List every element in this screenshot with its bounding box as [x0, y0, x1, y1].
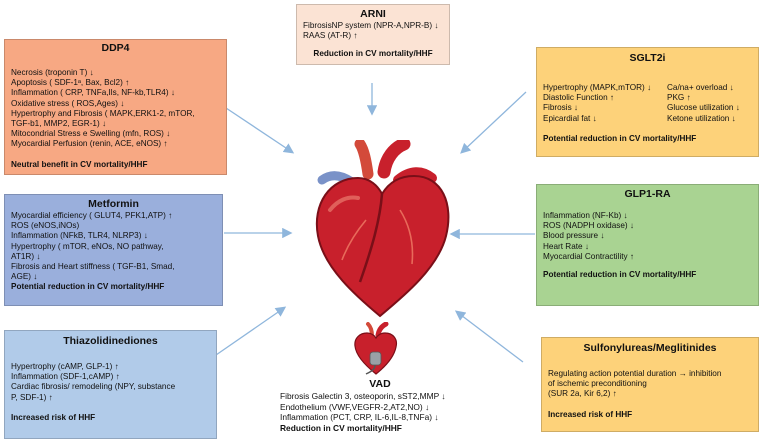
arni-line-1: FibrosisNP system (NPR-A,NPR-B) ↓ [303, 21, 439, 30]
ddp4-line-2: Apoptosis ( SDF-1ᵃ, Bax, Bcl2) ↑ [11, 78, 130, 88]
metformin-line-3: Inflammation (NFkB, TLR4, NLRP3) ↓ [11, 231, 148, 241]
metformin-box: Metformin Myocardial efficiency ( GLUT4,… [4, 194, 223, 306]
metformin-summary: Potential reduction in CV mortality/HHF [11, 282, 165, 292]
sulfo-line-3: (SUR 2a, Kir 6,2) ↑ [548, 389, 617, 399]
sglt2i-col1-line-4: Epicardial fat ↓ [543, 113, 597, 123]
tzd-line-1: Hypertrophy (cAMP, GLP-1) ↑ [11, 362, 119, 371]
metformin-line-6: Fibrosis and Heart stiffness ( TGF-B1, S… [11, 262, 175, 272]
metformin-line-2: ROS (eNOS,iNOs) [11, 221, 80, 231]
glp1-line-3: Blood pressure ↓ [543, 231, 605, 241]
tzd-line-3: Cardiac fibrosis/ remodeling (NPY, subst… [11, 382, 176, 392]
ddp4-title: DDP4 [101, 42, 130, 54]
sglt2i-col2-line-4: Ketone utilization ↓ [667, 113, 736, 123]
sglt2i-col2-line-1: Ca/na+ overload ↓ [667, 83, 734, 92]
metformin-line-1: Myocardial efficiency ( GLUT4, PFK1,ATP)… [11, 211, 173, 220]
arrow-ddp4 [225, 107, 295, 154]
heart-illustration [315, 140, 450, 318]
sulfo-summary: Increased risk of HHF [548, 409, 633, 419]
glp1-line-4: Heart Rate ↓ [543, 241, 589, 251]
ddp4-line-8: Myocardial Perfusion (renin, ACE, eNOS) … [11, 139, 168, 149]
arni-box: ARNI FibrosisNP system (NPR-A,NPR-B) ↓ R… [296, 4, 450, 65]
vad-line-1: Fibrosis Galectin 3, osteoporin, sST2,MM… [280, 391, 446, 401]
sglt2i-title: SGLT2i [629, 52, 666, 64]
arrow-sulfo [454, 310, 524, 363]
glp1-summary: Potential reduction in CV mortality/HHF [543, 270, 697, 280]
arni-summary: Reduction in CV mortality/HHF [313, 49, 433, 59]
glp1-title: GLP1-RA [624, 188, 671, 200]
sglt2i-col1-line-3: Fibrosis ↓ [543, 103, 579, 113]
glp1-line-2: ROS (NADPH oxidase) ↓ [543, 221, 634, 231]
tzd-box: Thiazolidinediones Hypertrophy (cAMP, GL… [4, 330, 217, 439]
sulfo-title: Sulfonylureas/Meglitinides [583, 342, 717, 354]
tzd-line-2: Inflammation (SDF-1,cAMP) ↑ [11, 372, 120, 382]
ddp4-box: DDP4 Necrosis (troponin T) ↓ Apoptosis (… [4, 39, 227, 175]
vad-heart-illustration [354, 322, 398, 375]
tzd-line-4: P, SDF-1) ↑ [11, 392, 53, 402]
vad-summary: Reduction in CV mortality/HHF [280, 422, 402, 433]
arrow-tzd [215, 306, 287, 356]
sglt2i-box: SGLT2i Hypertrophy (MAPK,mTOR) ↓ Diastol… [536, 47, 759, 157]
glp1-box: GLP1-RA Inflammation (NF-Kb) ↓ ROS (NADP… [536, 184, 759, 306]
sglt2i-col1-line-1: Hypertrophy (MAPK,mTOR) ↓ [543, 83, 652, 92]
arrow-sglt2i [460, 91, 527, 154]
tzd-summary: Increased risk of HHF [11, 412, 96, 422]
sglt2i-col1-line-2: Diastolic Function ↑ [543, 93, 614, 103]
sulfo-line-2: of ischemic preconditioning [548, 379, 647, 389]
ddp4-line-4: Oxidative stress ( ROS,Ages) ↓ [11, 98, 125, 108]
ddp4-summary: Neutral benefit in CV mortality/HHF [11, 159, 148, 169]
glp1-line-1: Inflammation (NF-Kb) ↓ [543, 211, 628, 220]
ddp4-line-1: Necrosis (troponin T) ↓ [11, 68, 94, 77]
ddp4-line-5: Hypertrophy and Fibrosis ( MAPK,ERK1-2, … [11, 108, 195, 118]
metformin-line-5: AT1R) ↓ [11, 251, 41, 261]
tzd-title: Thiazolidinediones [63, 335, 158, 347]
metformin-line-7: AGE) ↓ [11, 272, 38, 282]
sglt2i-col2-line-2: PKG ↑ [667, 93, 691, 103]
vad-title: VAD [369, 378, 391, 390]
vad-line-3: Inflammation (PCT, CRP, IL-6,IL-8,TNFa) … [280, 412, 439, 423]
arni-title: ARNI [360, 8, 386, 20]
sglt2i-col2-line-3: Glucose utilization ↓ [667, 103, 740, 113]
sglt2i-summary: Potential reduction in CV mortality/HHF [543, 133, 697, 143]
vad-block: VAD Fibrosis Galectin 3, osteoporin, sST… [280, 378, 480, 433]
sulfo-line-1: Regulating action potential duration → i… [548, 369, 722, 378]
vad-line-2: Endothelium (VWF,VEGFR-2,AT2,NO) ↓ [280, 401, 430, 412]
ddp4-line-3: Inflammation ( CRP, TNFa,Ils, NF-kb,TLR4… [11, 88, 175, 98]
arni-line-2: RAAS (AT-R) ↑ [303, 31, 358, 41]
metformin-title: Metformin [88, 198, 139, 210]
ddp4-line-7: Mitocondrial Stress e Swelling (mfn, ROS… [11, 129, 171, 139]
ddp4-line-6: TGF-b1, MMP2, EGR-1) ↓ [11, 119, 107, 129]
sulfo-box: Sulfonylureas/Meglitinides Regulating ac… [541, 337, 759, 432]
metformin-line-4: Hypertrophy ( mTOR, eNOs, NO pathway, [11, 241, 164, 251]
glp1-line-5: Myocardial Contractility ↑ [543, 251, 634, 261]
